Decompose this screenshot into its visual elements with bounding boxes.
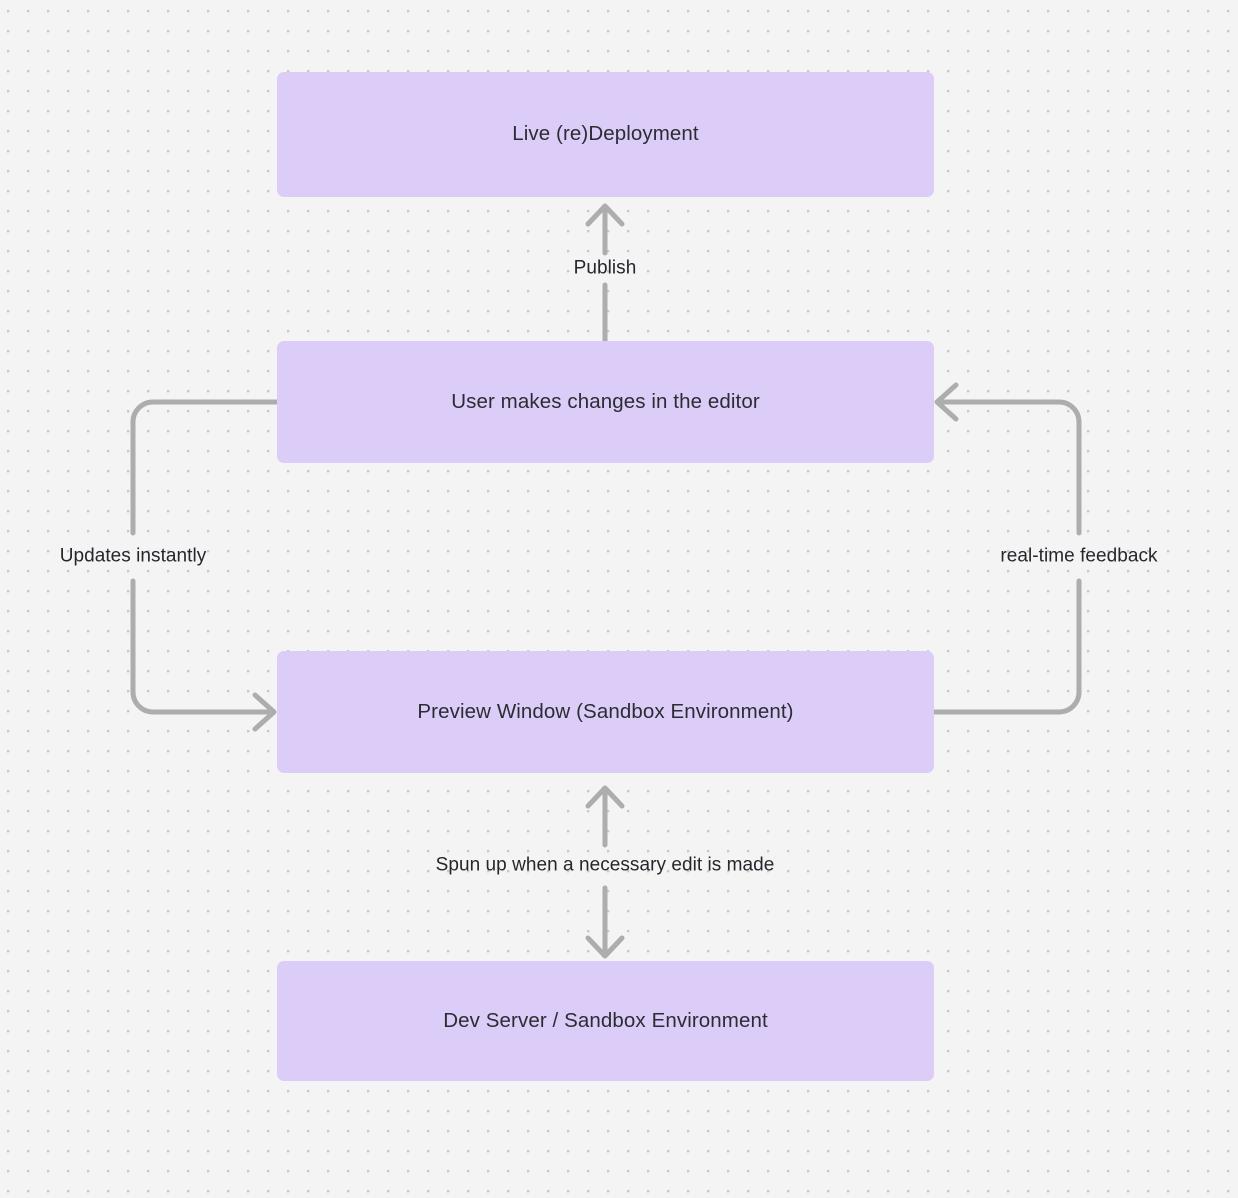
- edge-label-updates-instantly: Updates instantly: [59, 545, 207, 567]
- edge-label-real-time-feedback: real-time feedback: [1000, 545, 1158, 567]
- node-editor[interactable]: User makes changes in the editor: [277, 341, 934, 463]
- edge-label-spun-up: Spun up when a necessary edit is made: [435, 854, 775, 876]
- node-label-live-deployment: Live (re)Deployment: [512, 122, 699, 146]
- edge-label-publish: Publish: [573, 257, 637, 279]
- node-dev-server[interactable]: Dev Server / Sandbox Environment: [277, 961, 934, 1081]
- node-preview-window[interactable]: Preview Window (Sandbox Environment): [277, 651, 934, 773]
- node-label-preview-window: Preview Window (Sandbox Environment): [417, 699, 794, 723]
- node-label-editor: User makes changes in the editor: [451, 389, 760, 413]
- node-label-dev-server: Dev Server / Sandbox Environment: [443, 1008, 768, 1032]
- node-live-deployment[interactable]: Live (re)Deployment: [277, 72, 934, 197]
